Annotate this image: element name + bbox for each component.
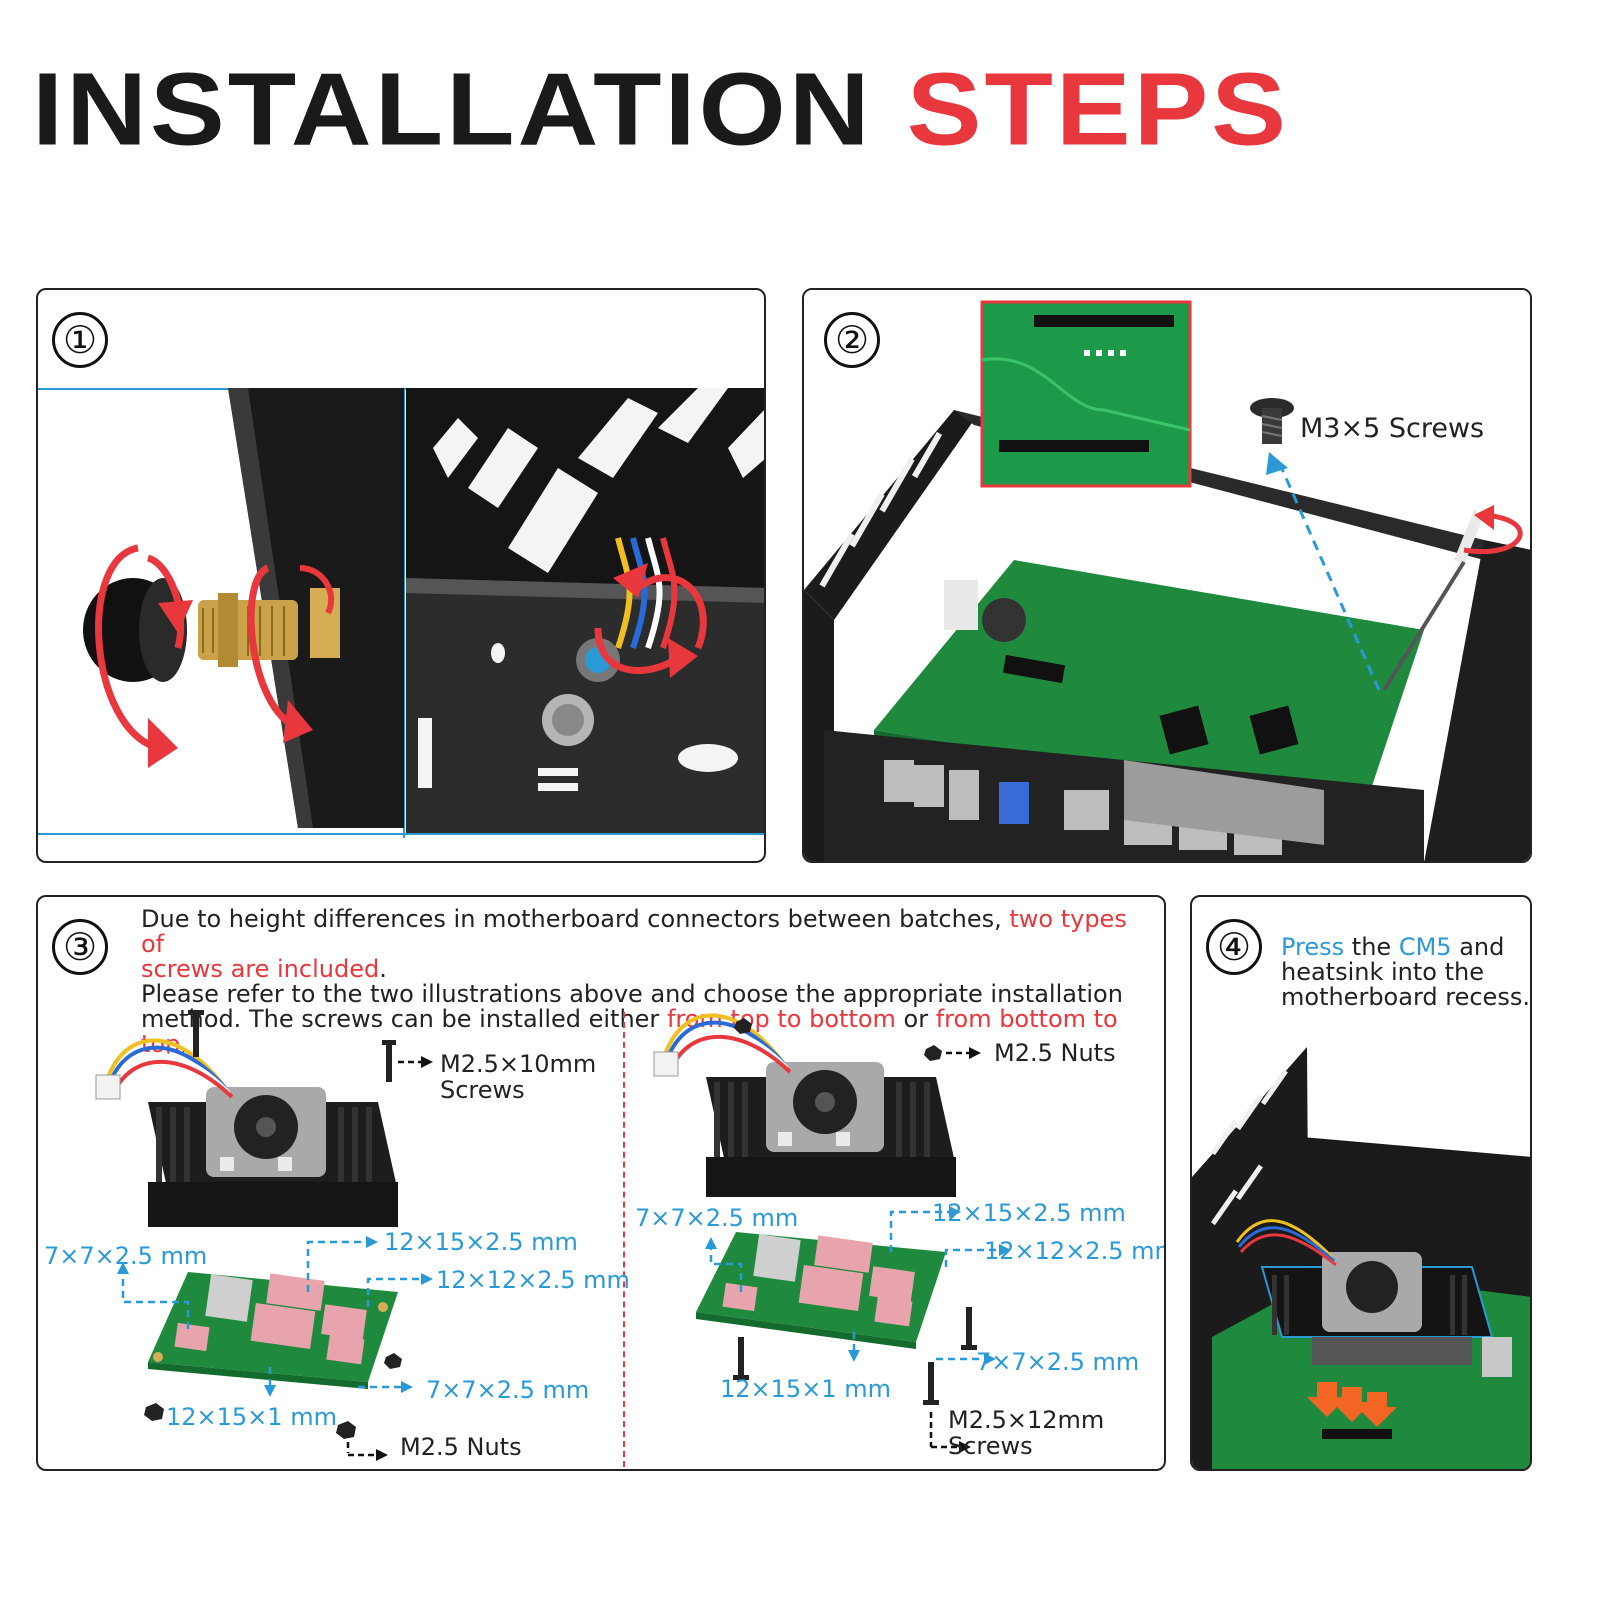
desc-line2-red: screws are included	[141, 955, 380, 983]
desc-line2: .	[379, 955, 387, 983]
step3-description: Due to height differences in motherboard…	[141, 907, 1151, 1057]
desc-line4c: .	[180, 1030, 188, 1058]
step3-panel: ③ Due to height differences in motherboa…	[36, 895, 1166, 1471]
right-pad-d-label: 7×7×2.5 mm	[976, 1348, 1140, 1376]
left-pad-a-label: 7×7×2.5 mm	[44, 1242, 208, 1270]
desc-line1-red: two types of	[141, 905, 1127, 958]
step2-panel: ② M3×5 Screws	[802, 288, 1532, 863]
step4-the: the	[1344, 933, 1399, 961]
desc-line4b: or	[895, 1005, 936, 1033]
right-screws-label-1: M2.5×12mm	[948, 1406, 1105, 1434]
left-pad-d-label: 7×7×2.5 mm	[426, 1376, 590, 1404]
step1-panel: ①	[36, 288, 766, 863]
step3-number: ③	[52, 919, 108, 975]
step4-panel: ④ Press the CM5 and heatsink into the mo…	[1190, 895, 1532, 1471]
desc-line4-red1: from top to bottom	[666, 1005, 896, 1033]
desc-line1: Due to height differences in motherboard…	[141, 905, 1010, 933]
title-part-2: STEPS	[906, 51, 1289, 167]
step1-number: ①	[52, 312, 108, 368]
step4-press: Press	[1281, 933, 1345, 961]
step3-divider	[623, 1012, 625, 1467]
m3x5-screws-label: M3×5 Screws	[1300, 413, 1485, 444]
step4-and: and	[1451, 933, 1505, 961]
left-screws-label-1: M2.5×10mm	[440, 1050, 597, 1078]
title-part-1: INSTALLATION	[32, 51, 873, 167]
left-pad-b-label: 12×15×2.5 mm	[384, 1228, 578, 1256]
step1-illustration	[38, 388, 764, 838]
right-nuts-label: M2.5 Nuts	[994, 1039, 1116, 1067]
step2-illustration	[804, 290, 1530, 861]
right-pad-b-label: 12×15×2.5 mm	[932, 1199, 1126, 1227]
left-screws-label-2: Screws	[440, 1076, 525, 1104]
left-pad-e-label: 12×15×1 mm	[166, 1403, 337, 1431]
step4-line2: heatsink into the	[1281, 958, 1484, 986]
right-pad-c-label: 12×12×2.5 mm	[984, 1237, 1166, 1265]
desc-line4a: method. The screws can be installed eith…	[141, 1005, 667, 1033]
desc-line3: Please refer to the two illustrations ab…	[141, 980, 1123, 1008]
left-pad-c-label: 12×12×2.5 mm	[436, 1266, 630, 1294]
step4-cm5: CM5	[1398, 933, 1452, 961]
left-nuts-label: M2.5 Nuts	[400, 1433, 522, 1461]
step3-right-illustration	[653, 1013, 1011, 1453]
step4-number: ④	[1206, 919, 1262, 975]
right-pad-e-label: 12×15×1 mm	[720, 1375, 891, 1403]
right-screws-label-2: Screws	[948, 1432, 1033, 1460]
step4-illustration	[1192, 1047, 1530, 1469]
step2-number: ②	[824, 312, 880, 368]
step3-left-illustration	[95, 1010, 433, 1461]
step4-description: Press the CM5 and heatsink into the moth…	[1281, 933, 1530, 1011]
page-title: INSTALLATION STEPS	[32, 58, 1289, 161]
step4-line3: motherboard recess.	[1281, 983, 1530, 1011]
right-pad-a-label: 7×7×2.5 mm	[635, 1204, 799, 1232]
desc-line4-red2: from bottom to top	[141, 1005, 1118, 1058]
